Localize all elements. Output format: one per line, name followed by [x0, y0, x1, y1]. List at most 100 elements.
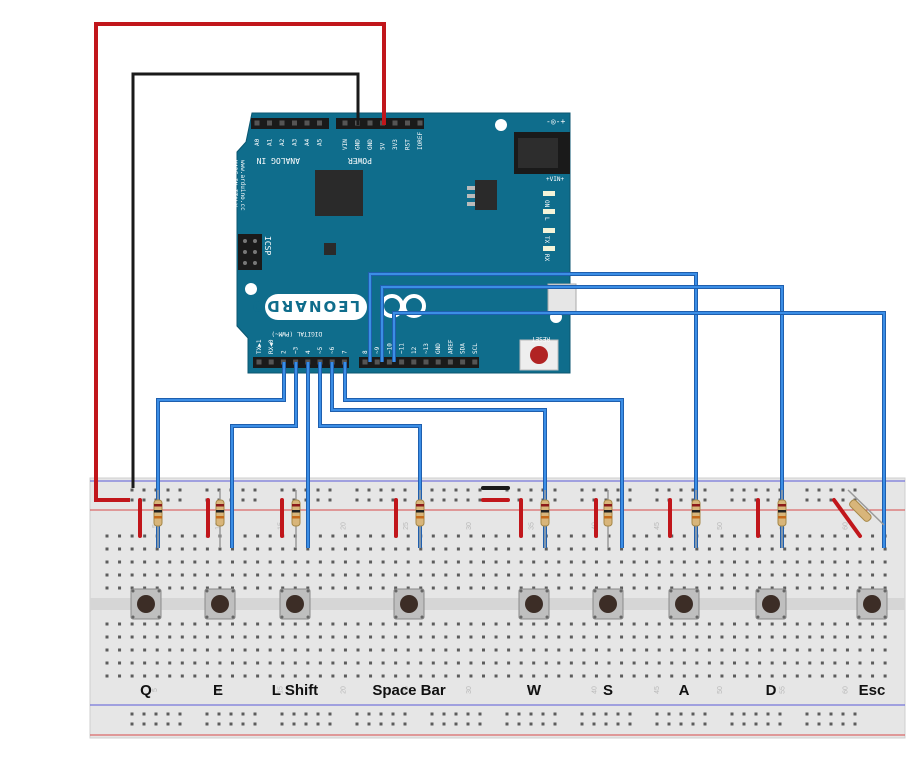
key-label-l-shift: L Shift	[272, 682, 318, 699]
rail-hole	[229, 712, 233, 716]
bottom-power-rail	[90, 704, 905, 736]
breadboard-hole	[519, 573, 523, 577]
breadboard-hole	[130, 661, 134, 665]
breadboard-hole	[707, 573, 711, 577]
breadboard-hole	[469, 648, 473, 652]
breadboard-hole	[193, 635, 197, 639]
breadboard-hole	[394, 573, 398, 577]
rail-hole	[853, 488, 857, 492]
pin-label: ~6	[329, 346, 336, 354]
rail-hole	[328, 498, 332, 502]
resistor-band	[604, 516, 612, 519]
led-label-l: L	[543, 217, 550, 221]
breadboard-hole	[406, 547, 410, 551]
resistor-band	[604, 510, 612, 513]
breadboard-hole	[695, 635, 699, 639]
rail-hole	[391, 712, 395, 716]
pin-label: 7	[341, 350, 348, 354]
key-label-esc: Esc	[859, 682, 886, 699]
breadboard-hole	[419, 560, 423, 564]
breadboard-hole	[707, 648, 711, 652]
breadboard-hole	[519, 560, 523, 564]
breadboard-hole	[356, 534, 360, 538]
breadboard-hole	[369, 573, 373, 577]
breadboard-hole	[632, 573, 636, 577]
breadboard-hole	[833, 560, 837, 564]
rail-hole	[754, 712, 758, 716]
breadboard-hole	[456, 661, 460, 665]
breadboard-hole	[820, 534, 824, 538]
rail-hole	[742, 722, 746, 726]
rail-hole	[130, 488, 134, 492]
rail-hole	[592, 488, 596, 492]
rail-hole	[766, 722, 770, 726]
breadboard-hole	[105, 622, 109, 626]
signal-wire-highlight	[369, 273, 697, 548]
rail-hole	[166, 498, 170, 502]
breadboard-hole	[105, 573, 109, 577]
column-number: 30	[466, 686, 473, 694]
breadboard-hole	[243, 573, 247, 577]
column-number: 30	[466, 522, 473, 530]
breadboard-hole	[469, 560, 473, 564]
breadboard-hole	[168, 648, 172, 652]
signal-wire-highlight	[319, 362, 421, 548]
breadboard-hole	[883, 648, 887, 652]
breadboard-hole	[456, 586, 460, 590]
breadboard-hole	[268, 635, 272, 639]
rail-hole	[703, 498, 707, 502]
breadboard-hole	[456, 622, 460, 626]
rail-hole	[691, 712, 695, 716]
push-button-cap	[211, 595, 229, 613]
breadboard-hole	[783, 648, 787, 652]
breadboard-hole	[256, 547, 260, 551]
breadboard-hole	[268, 674, 272, 678]
header-pin	[342, 120, 348, 126]
breadboard-hole	[494, 547, 498, 551]
breadboard-hole	[632, 622, 636, 626]
breadboard-hole	[281, 674, 285, 678]
breadboard-hole	[557, 534, 561, 538]
breadboard-hole	[720, 573, 724, 577]
breadboard-hole	[256, 534, 260, 538]
rail-hole	[391, 488, 395, 492]
breadboard-hole	[180, 635, 184, 639]
rail-hole	[328, 712, 332, 716]
push-button-corner	[231, 615, 235, 619]
black-gnd-wire	[131, 72, 360, 488]
breadboard-hole	[632, 661, 636, 665]
breadboard-hole	[569, 674, 573, 678]
breadboard-hole	[569, 534, 573, 538]
rail-hole	[241, 488, 245, 492]
rail-hole	[454, 722, 458, 726]
breadboard-hole	[569, 547, 573, 551]
breadboard-hole	[745, 648, 749, 652]
breadboard-hole	[883, 622, 887, 626]
push-button-corner	[695, 589, 699, 593]
breadboard-hole	[431, 674, 435, 678]
rail-hole	[829, 712, 833, 716]
rail-hole	[316, 722, 320, 726]
breadboard-hole	[670, 674, 674, 678]
breadboard-hole	[758, 661, 762, 665]
breadboard-hole	[268, 560, 272, 564]
breadboard-hole	[657, 586, 661, 590]
breadboard-hole	[494, 586, 498, 590]
breadboard-hole	[444, 560, 448, 564]
breadboard-hole	[243, 534, 247, 538]
rail-hole	[403, 722, 407, 726]
mounting-hole	[245, 283, 257, 295]
breadboard-hole	[720, 560, 724, 564]
column-number: 35	[529, 522, 536, 530]
breadboard-hole	[431, 560, 435, 564]
breadboard-hole	[808, 560, 812, 564]
breadboard-hole	[519, 547, 523, 551]
rail-hole	[478, 498, 482, 502]
breadboard-hole	[243, 547, 247, 551]
breadboard-hole	[105, 560, 109, 564]
breadboard-hole	[783, 661, 787, 665]
breadboard-hole	[858, 674, 862, 678]
led-label-tx: TX	[543, 236, 550, 244]
pin-label: 4	[305, 350, 312, 354]
breadboard-hole	[507, 635, 511, 639]
